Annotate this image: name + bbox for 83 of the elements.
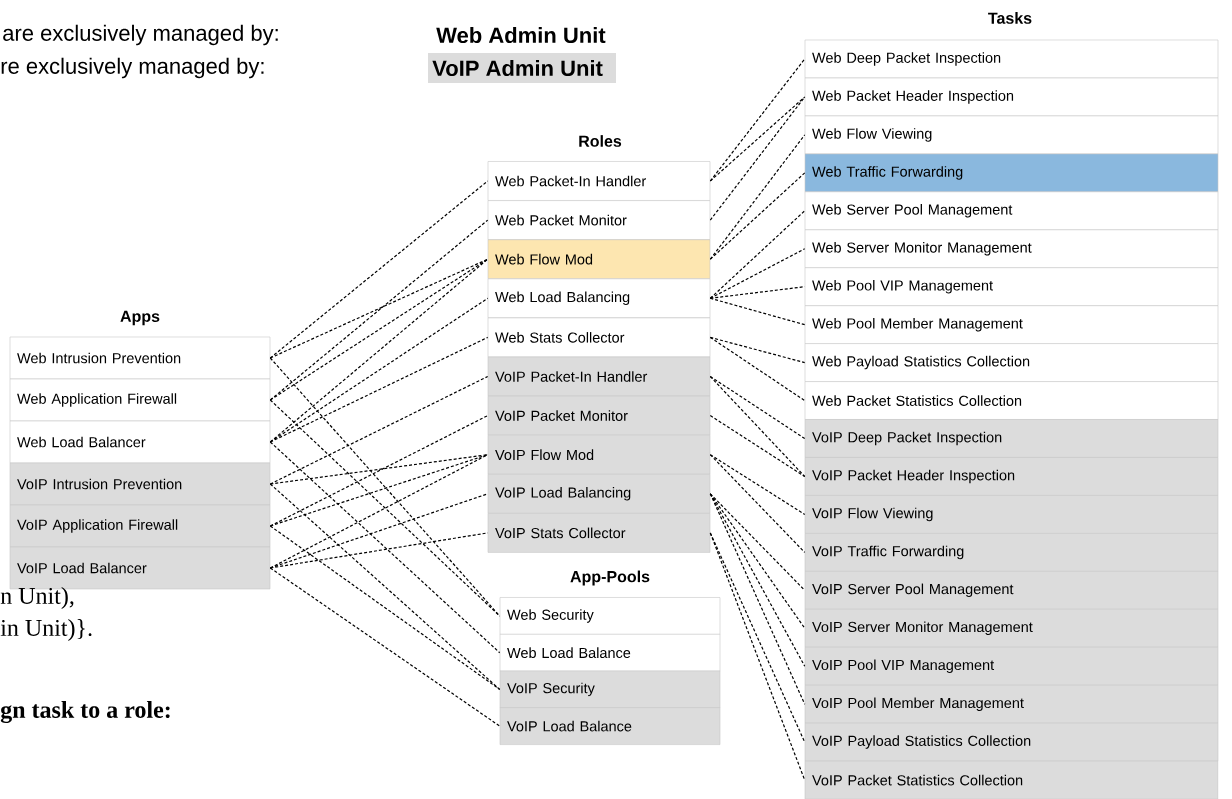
column-heading: Tasks <box>988 12 1032 24</box>
task-cell: Web Packet Header Inspection <box>804 77 1219 117</box>
connector-line <box>269 525 501 690</box>
text-fragment: gn task to a role: <box>0 701 170 723</box>
task-cell: Web Deep Packet Inspection <box>804 39 1219 79</box>
app-pool-cell: Web Security <box>499 597 721 635</box>
app-cell: VoIP Intrusion Prevention <box>9 462 271 506</box>
connector-line <box>269 375 489 485</box>
connector-line <box>709 172 806 260</box>
role-cell: VoIP Packet-In Handler <box>487 356 711 397</box>
legend-item: Web Admin Unit <box>436 26 606 44</box>
role-cell: Web Packet-In Handler <box>487 161 711 201</box>
role-cell: Web Flow Mod <box>487 239 711 279</box>
task-cell: VoIP Packet Statistics Collection <box>804 760 1219 799</box>
connector-line <box>709 210 806 299</box>
connector-line <box>709 454 806 553</box>
role-cell: VoIP Packet Monitor <box>487 395 711 436</box>
connector-line <box>269 180 489 359</box>
role-cell: VoIP Load Balancing <box>487 474 711 514</box>
text-fragment: are exclusively managed by: <box>3 24 278 46</box>
connector-line <box>709 286 806 299</box>
node-label: VoIP Packet Statistics Collection <box>812 774 1023 786</box>
connector-line <box>269 258 489 359</box>
connector-line <box>709 493 806 591</box>
task-cell: Web Traffic Forwarding <box>804 153 1219 193</box>
connector-line <box>709 454 806 515</box>
column-heading: App-Pools <box>570 570 650 586</box>
task-cell: VoIP Deep Packet Inspection <box>804 419 1219 458</box>
task-cell: VoIP Traffic Forwarding <box>804 533 1219 572</box>
app-cell: Web Intrusion Prevention <box>9 336 271 380</box>
task-cell: Web Packet Statistics Collection <box>804 381 1219 420</box>
text-fragment: in Unit)}. <box>0 619 92 641</box>
connector-line <box>709 493 806 629</box>
role-cell: Web Packet Monitor <box>487 200 711 240</box>
connector-line <box>709 336 806 402</box>
connector-line <box>269 567 501 727</box>
connector-line <box>269 441 501 654</box>
task-cell: VoIP Pool VIP Management <box>804 646 1219 686</box>
connector-line <box>709 532 806 781</box>
task-cell: VoIP Server Monitor Management <box>804 608 1219 648</box>
connector-line <box>269 454 489 569</box>
connector-line <box>709 336 806 364</box>
task-cell: Web Server Monitor Management <box>804 229 1219 269</box>
task-cell: Web Server Pool Management <box>804 191 1219 231</box>
task-cell: Web Flow Viewing <box>804 115 1219 155</box>
task-cell: VoIP Payload Statistics Collection <box>804 722 1219 762</box>
connector-line <box>709 493 806 705</box>
connector-line <box>709 415 806 478</box>
task-cell: VoIP Pool Member Management <box>804 684 1219 724</box>
task-cell: Web Payload Statistics Collection <box>804 343 1219 382</box>
app-cell: VoIP Application Firewall <box>9 504 271 548</box>
role-cell: VoIP Stats Collector <box>487 513 711 553</box>
connector-line <box>709 96 806 221</box>
role-cell: Web Load Balancing <box>487 278 711 319</box>
legend-item: VoIP Admin Unit <box>428 53 616 83</box>
app-cell: Web Load Balancer <box>9 420 271 464</box>
task-cell: VoIP Packet Header Inspection <box>804 457 1219 496</box>
text-fragment: re exclusively managed by: <box>1 57 264 79</box>
task-cell: VoIP Flow Viewing <box>804 495 1219 534</box>
connector-line <box>709 297 806 326</box>
connector-line <box>709 248 806 299</box>
connector-line <box>709 375 806 440</box>
app-pool-cell: VoIP Security <box>499 670 721 709</box>
connector-line <box>269 297 489 443</box>
task-cell: VoIP Server Pool Management <box>804 571 1219 610</box>
connector-line <box>269 483 501 690</box>
connector-line <box>269 415 489 527</box>
app-cell: Web Application Firewall <box>9 378 271 422</box>
connector-line <box>269 399 501 617</box>
connector-line <box>709 96 806 182</box>
connector-line <box>709 58 806 182</box>
connector-line <box>269 454 489 527</box>
app-pool-cell: Web Load Balance <box>499 633 721 672</box>
task-cell: Web Pool Member Management <box>804 305 1219 344</box>
app-pool-cell: VoIP Load Balance <box>499 707 721 745</box>
connector-line <box>709 375 806 478</box>
connector-line <box>269 532 489 569</box>
role-cell: Web Stats Collector <box>487 317 711 358</box>
column-heading: Roles <box>579 135 622 147</box>
role-cell: VoIP Flow Mod <box>487 434 711 475</box>
text-fragment: n Unit), <box>0 587 74 609</box>
connector-line <box>269 336 489 443</box>
task-cell: Web Pool VIP Management <box>804 267 1219 306</box>
